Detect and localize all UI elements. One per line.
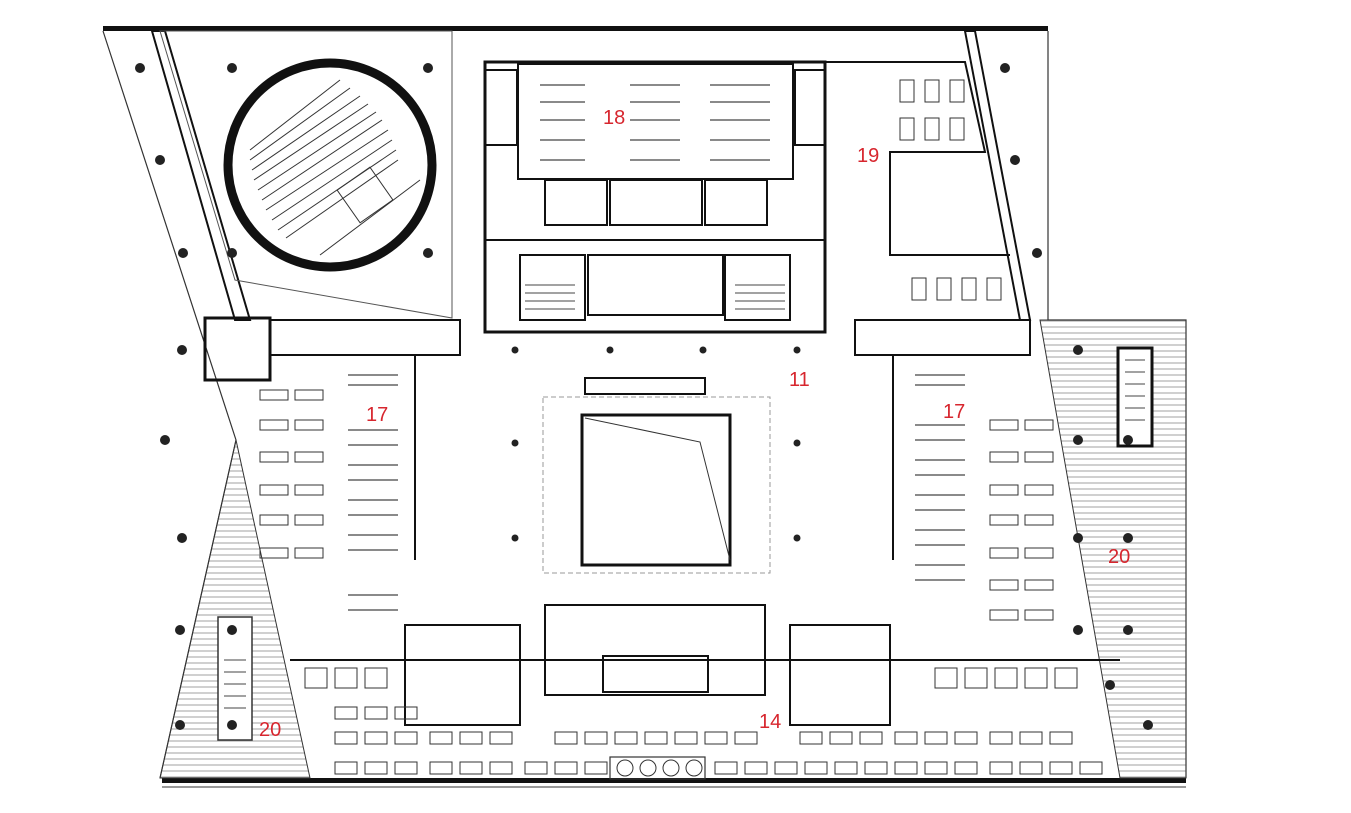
top-edge-wall (103, 26, 1048, 31)
classroom-18-block (483, 60, 827, 334)
classroom-18-desks (540, 84, 770, 161)
right-hall-tables (989, 419, 1054, 621)
right-hall-shelves (915, 374, 965, 581)
terrace-stair-left-steps (224, 659, 246, 709)
classroom-row-room-c (704, 179, 768, 226)
atrium-stair-top (584, 377, 706, 395)
bottom-central-block (544, 604, 766, 696)
room-19-walls (825, 61, 1010, 256)
auditorium-zone (159, 30, 453, 319)
structural-columns (135, 63, 1153, 730)
atrium-outline (542, 396, 771, 574)
lower-room-left-stairs (525, 284, 575, 310)
bottom-planter-circles (616, 759, 703, 777)
room-label-14: 14 (759, 711, 781, 733)
bottom-right-core (789, 624, 891, 726)
restroom-block (587, 254, 724, 316)
bottom-edge-wall (162, 778, 1186, 783)
terrace-stair-right-steps (1125, 359, 1145, 421)
room-label-11: 11 (789, 369, 810, 391)
bottom-entry-planters (609, 756, 706, 780)
stair-left-top (484, 69, 518, 146)
classroom-row-room-a (544, 179, 608, 226)
lower-room-left (519, 254, 586, 321)
bottom-central-inner (602, 655, 709, 693)
atrium-void (580, 413, 732, 567)
atrium-diagonal (584, 417, 731, 561)
classroom-row-room-b (609, 179, 703, 226)
bottom-seating-rows (304, 667, 1103, 775)
left-meeting-room (203, 316, 272, 382)
lower-room-right (724, 254, 791, 321)
room-label-20-right: 20 (1108, 546, 1130, 568)
left-hall-tables (259, 389, 324, 559)
terrace-20-left (159, 439, 311, 779)
room-19-tables (899, 79, 1002, 301)
left-hall-shelves (348, 374, 398, 611)
room-label-19: 19 (857, 145, 879, 167)
classroom-18-room (517, 63, 794, 180)
room-label-17-right: 17 (943, 401, 965, 423)
left-utility-row (269, 319, 461, 356)
lower-room-right-stairs (735, 284, 785, 310)
auditorium-ring (223, 58, 437, 272)
room-label-17-left: 17 (366, 404, 388, 426)
room-label-18: 18 (603, 107, 625, 129)
auditorium-seating (249, 79, 421, 256)
stair-right-top (794, 69, 826, 146)
bottom-left-core (404, 624, 521, 726)
terrace-stair-right (1116, 346, 1154, 448)
room-label-20-left: 20 (259, 719, 281, 741)
right-utility-row (854, 319, 1031, 356)
terrace-stair-left (217, 616, 253, 741)
right-wing-wall (963, 30, 1032, 321)
